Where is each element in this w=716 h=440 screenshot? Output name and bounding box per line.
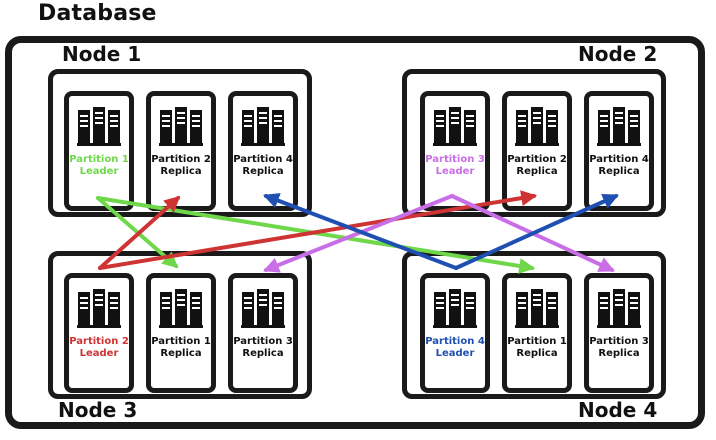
server-rack-icon — [241, 288, 285, 328]
node-1-label: Node 1 — [62, 42, 142, 66]
node-3-label: Node 3 — [58, 398, 138, 422]
server-rack-icon — [159, 288, 203, 328]
server-rack-icon — [597, 106, 641, 146]
server-rack-icon — [515, 288, 559, 328]
server-rack-icon — [77, 106, 121, 146]
server-rack-icon — [159, 106, 203, 146]
server-rack-icon — [433, 106, 477, 146]
database-title: Database — [38, 1, 157, 26]
server-rack-icon — [77, 288, 121, 328]
server-rack-icon — [241, 106, 285, 146]
server-rack-icon — [433, 288, 477, 328]
node-4-label: Node 4 — [578, 398, 658, 422]
server-rack-icon — [515, 106, 559, 146]
database-container — [5, 36, 705, 429]
server-rack-icon — [597, 288, 641, 328]
node-2-label: Node 2 — [578, 42, 658, 66]
